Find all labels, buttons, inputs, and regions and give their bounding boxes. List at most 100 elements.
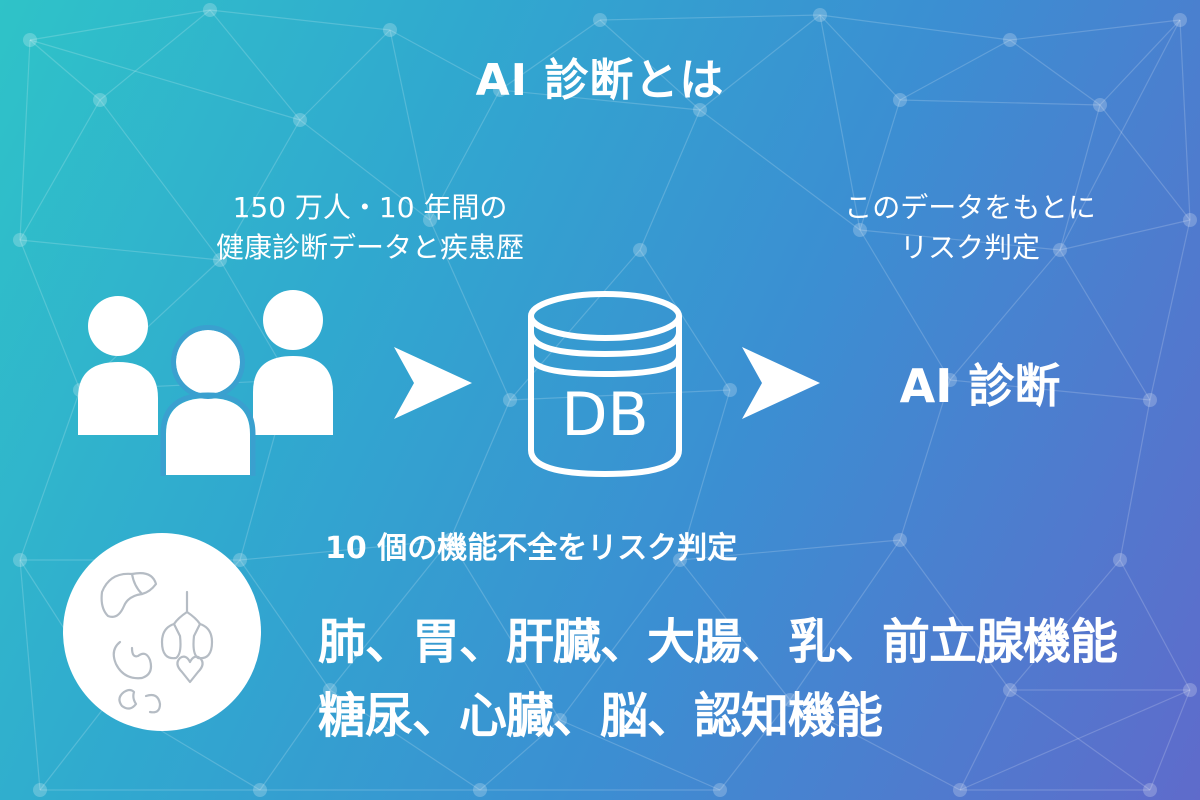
network-line [1099, 19, 1181, 106]
network-line [1149, 219, 1191, 401]
network-line [19, 239, 221, 261]
network-line [29, 9, 211, 41]
network-line [99, 9, 211, 101]
network-node [693, 103, 707, 117]
network-node [853, 223, 867, 237]
network-line [329, 539, 451, 691]
network-node [493, 83, 507, 97]
network-line [699, 14, 821, 111]
network-line [859, 229, 951, 381]
network-node [553, 713, 567, 727]
network-node [13, 553, 27, 567]
network-line [1009, 559, 1121, 691]
network-line [899, 99, 1101, 106]
network-line [299, 119, 431, 221]
network-line [259, 689, 331, 791]
network-line [19, 559, 41, 791]
network-line [299, 29, 391, 121]
source-caption-line-1: 150 万人・10 年間の [232, 191, 508, 224]
network-line [599, 19, 701, 111]
network-line [859, 99, 901, 231]
network-node [813, 8, 827, 22]
network-node [503, 393, 517, 407]
network-line [719, 699, 791, 791]
network-line [99, 99, 221, 261]
network-line [1009, 39, 1101, 106]
network-node [783, 693, 797, 707]
network-line [29, 39, 301, 121]
network-line [1059, 104, 1101, 251]
source-data-caption: 150 万人・10 年間の 健康診断データと疾患歴 [150, 188, 590, 268]
risk-assessment-caption: このデータをもとに リスク判定 [800, 188, 1140, 268]
network-node [1143, 393, 1157, 407]
organ-list-line-1: 肺、胃、肝臓、大腸、乳、前立腺機能 [318, 614, 1118, 670]
network-line [449, 399, 511, 541]
network-line [19, 39, 31, 241]
network-line [239, 559, 331, 691]
network-line [389, 29, 501, 91]
network-line [1059, 249, 1151, 401]
network-node [383, 23, 397, 37]
network-line [899, 539, 1011, 691]
ai-diagnosis-label: AI 診断 [899, 359, 1061, 413]
network-line [1179, 19, 1191, 221]
network-line [819, 14, 861, 231]
network-line [639, 249, 731, 391]
network-line [19, 99, 101, 241]
network-node [423, 213, 437, 227]
organs-icon [63, 533, 261, 731]
page-title: AI 診断とは [475, 55, 725, 106]
network-node [593, 13, 607, 27]
network-node [203, 3, 217, 17]
network-line [899, 39, 1011, 101]
network-line [819, 14, 901, 101]
network-line [499, 19, 601, 91]
network-node [1143, 783, 1157, 797]
network-node [723, 383, 737, 397]
network-node [323, 683, 337, 697]
network-node [1003, 33, 1017, 47]
network-line [789, 699, 961, 791]
result-caption-line-2: リスク判定 [899, 231, 1040, 264]
network-line [509, 389, 731, 401]
network-node [1003, 683, 1017, 697]
network-line [559, 559, 681, 721]
network-node [1093, 98, 1107, 112]
network-line [1119, 399, 1151, 561]
network-line [699, 109, 861, 231]
network-line [429, 89, 501, 221]
organ-list-line-2: 糖尿、心臓、脳、認知機能 [318, 688, 883, 744]
network-line [1009, 689, 1151, 791]
network-line [479, 719, 561, 791]
network-line [1149, 689, 1191, 791]
network-line [679, 389, 731, 561]
network-line [19, 389, 81, 561]
network-line [679, 559, 791, 701]
risk-heading: 10 個の機能不全をリスク判定 [325, 531, 738, 566]
network-line [1009, 19, 1181, 41]
network-line [449, 539, 561, 721]
network-line [859, 229, 1061, 251]
network-line [499, 89, 701, 111]
network-line [209, 9, 391, 31]
network-line [209, 9, 301, 121]
network-line [949, 249, 1061, 381]
network-node [1183, 683, 1197, 697]
network-node [13, 233, 27, 247]
network-node [233, 553, 247, 567]
arrow-right-icon [394, 347, 472, 419]
network-node [293, 113, 307, 127]
network-line [899, 379, 951, 541]
arrow-right-icon [742, 347, 820, 419]
people-icon [78, 290, 333, 476]
network-line [429, 219, 511, 401]
result-caption-line-1: このデータをもとに [844, 191, 1096, 224]
network-line [1099, 104, 1191, 221]
network-node [893, 93, 907, 107]
network-line [959, 689, 1011, 791]
network-node [633, 243, 647, 257]
db-label: DB [561, 380, 648, 450]
network-line [329, 689, 481, 791]
network-line [639, 109, 701, 251]
